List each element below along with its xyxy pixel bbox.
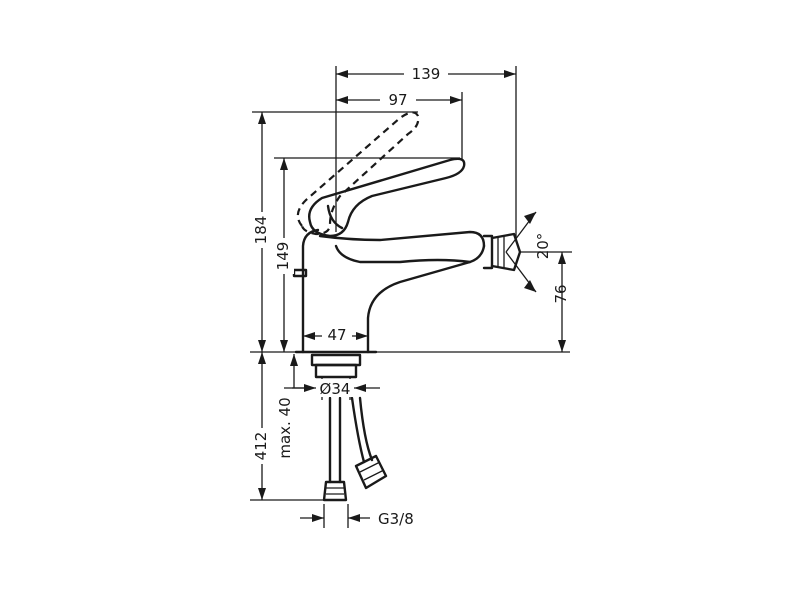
label-g3-8: G3/8 [378, 510, 414, 528]
label-412: 412 [252, 432, 270, 461]
label-184: 184 [252, 216, 270, 245]
dimension-max-40: max. 40 [276, 354, 304, 459]
lever-open-position [296, 111, 420, 236]
dimension-76: 76 [520, 251, 572, 352]
label-diameter-34: Ø34 [320, 380, 351, 398]
lever-handle [308, 157, 466, 238]
label-139: 139 [412, 65, 441, 83]
supply-hoses [322, 396, 388, 502]
dimension-149: 149 [274, 157, 460, 352]
label-20-deg: 20° [534, 233, 552, 260]
dimension-412: 412 [250, 352, 324, 501]
label-max-40: max. 40 [276, 397, 294, 458]
label-76: 76 [552, 284, 570, 303]
label-97: 97 [388, 91, 407, 109]
dimension-connection: G3/8 [300, 504, 414, 528]
dimension-139: 139 [335, 64, 517, 238]
label-149: 149 [274, 242, 292, 271]
label-47: 47 [327, 326, 346, 344]
dimension-184: 184 [252, 111, 418, 352]
dimension-47: 47 [303, 324, 368, 344]
dimension-97: 97 [336, 90, 463, 160]
bidet-nozzle [482, 232, 522, 272]
dimension-diameter: Ø34 [292, 379, 380, 398]
